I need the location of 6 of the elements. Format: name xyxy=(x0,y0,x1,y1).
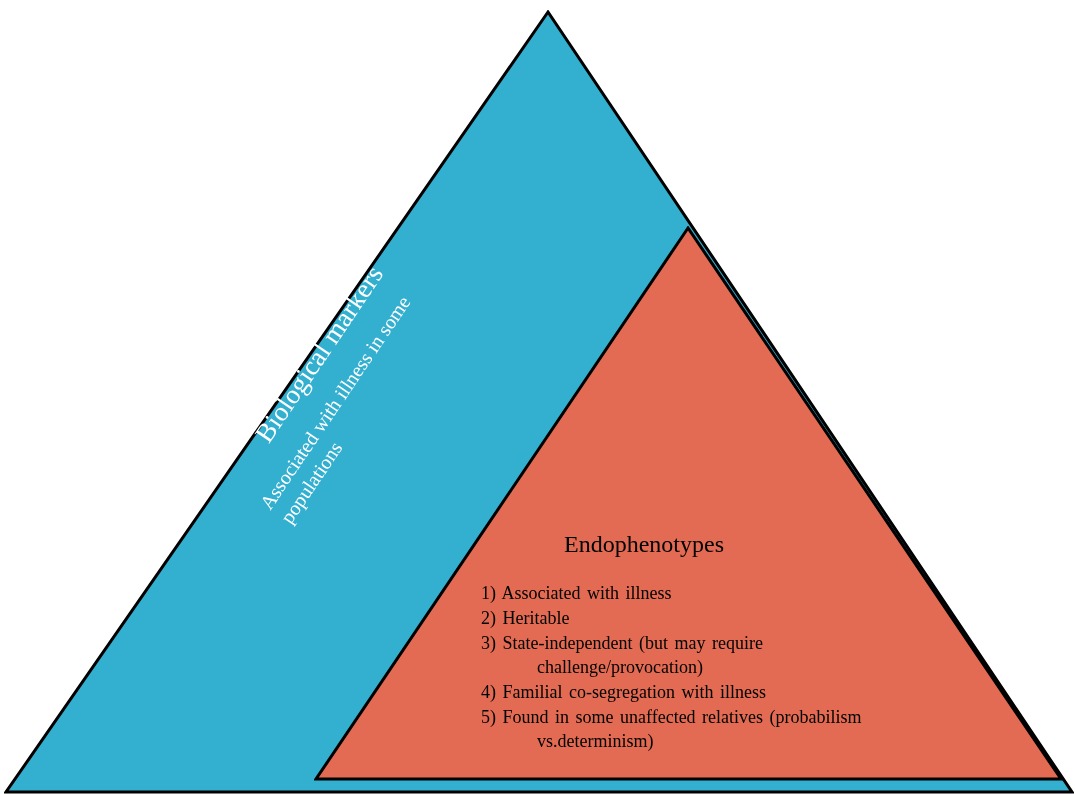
title: Endophenotypes xyxy=(564,531,724,558)
list-item: 3) State-independent (but may require challenge/provocation) xyxy=(481,632,764,679)
list-item: 1) Associated with illness xyxy=(481,582,673,605)
list-item: 5) Found in some unaffected relatives (probabilism vs.determinism) xyxy=(481,706,863,753)
list-item: 2) Heritable xyxy=(481,607,571,630)
list-item: 4) Familial co-segregation with illness xyxy=(481,681,767,704)
